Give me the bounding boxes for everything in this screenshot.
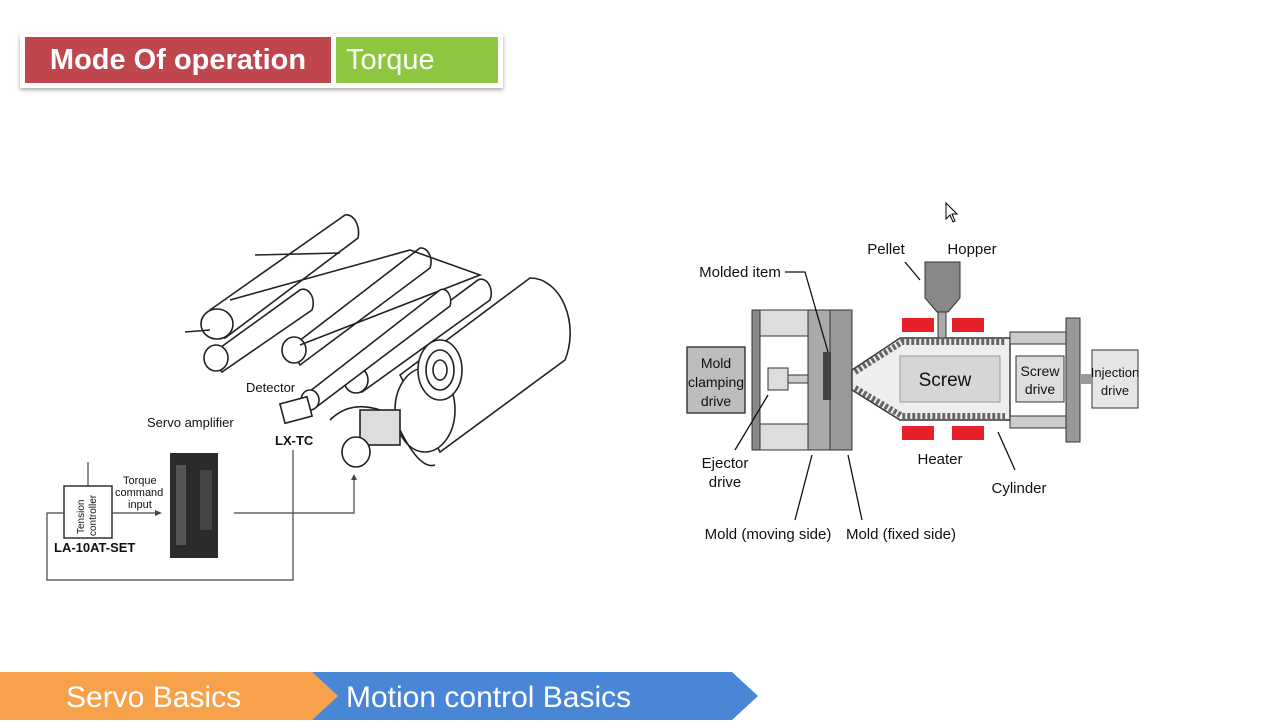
hopper-label: Hopper bbox=[947, 241, 996, 258]
callout-lines bbox=[734, 261, 1016, 521]
mode-value-torque: Torque bbox=[336, 37, 498, 83]
mold-clamping-label-1: Mold bbox=[701, 355, 731, 371]
screw-drive-label-1: Screw bbox=[1021, 363, 1061, 379]
injection-molding-illustration bbox=[686, 261, 1139, 451]
pellet-label: Pellet bbox=[867, 241, 905, 258]
mold-moving-side-label: Mold (moving side) bbox=[705, 526, 832, 543]
detector-model-label: LX-TC bbox=[275, 433, 314, 448]
tension-label-1: Tension bbox=[76, 500, 87, 534]
ejector-drive-label-2: drive bbox=[709, 474, 742, 491]
molded-item-label: Molded item bbox=[699, 264, 781, 281]
mold-fixed-side-label: Mold (fixed side) bbox=[846, 526, 956, 543]
tension-label-2: controller bbox=[88, 494, 99, 536]
detector-label: Detector bbox=[246, 380, 296, 395]
ejector-drive-label-1: Ejector bbox=[702, 455, 749, 472]
footer-motion-control-bg[interactable] bbox=[312, 672, 758, 720]
mode-of-operation-label: Mode Of operation bbox=[25, 37, 331, 83]
torque-label-1: Torque bbox=[123, 475, 157, 487]
tension-controller-box bbox=[63, 485, 113, 539]
servo-amplifier-label: Servo amplifier bbox=[147, 415, 234, 430]
torque-label-2: command bbox=[115, 487, 163, 499]
heater-label: Heater bbox=[917, 451, 962, 468]
torque-label-3: input bbox=[128, 499, 152, 511]
title-box: Mode Of operation Torque bbox=[20, 34, 503, 88]
footer-motion-control-basics[interactable]: Motion control Basics bbox=[346, 681, 632, 714]
mold-clamping-label-2: clamping bbox=[688, 374, 744, 390]
screw-drive-label-2: drive bbox=[1025, 381, 1056, 397]
footer-servo-basics[interactable]: Servo Basics bbox=[66, 681, 242, 714]
servo-amplifier-unit bbox=[170, 453, 218, 558]
web-tension-machine-illustration bbox=[184, 214, 571, 468]
screw-label: Screw bbox=[919, 370, 972, 391]
wiring-lines bbox=[46, 450, 355, 581]
footer-servo-basics-bg[interactable] bbox=[0, 672, 338, 720]
injection-drive-label-2: drive bbox=[1101, 383, 1129, 398]
mold-clamping-label-3: drive bbox=[701, 393, 732, 409]
injection-drive-label-1: Injection bbox=[1091, 365, 1139, 380]
cylinder-label: Cylinder bbox=[991, 480, 1046, 497]
controller-model-label: LA-10AT-SET bbox=[54, 540, 135, 555]
mouse-cursor-icon bbox=[945, 201, 959, 223]
